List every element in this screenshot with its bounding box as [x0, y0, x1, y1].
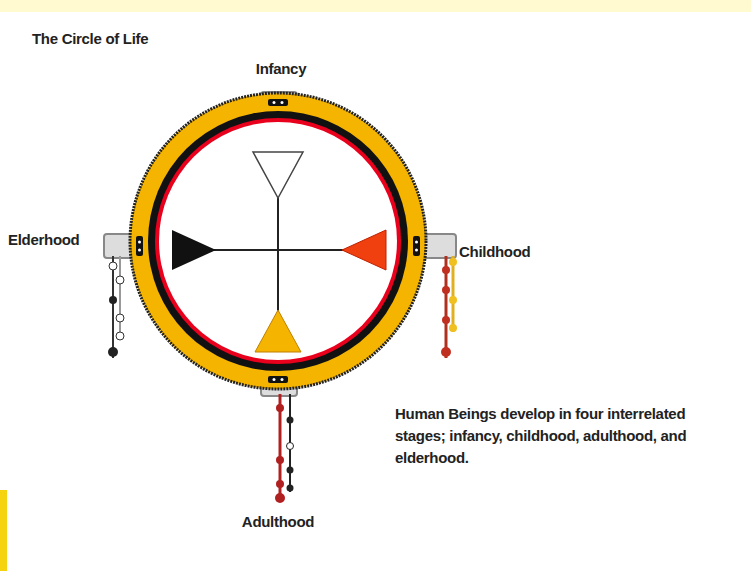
top-band — [0, 0, 751, 12]
stage-label: Infancy — [221, 58, 341, 80]
stage-label: Adulthood — [218, 511, 338, 533]
stage-label: Childhood — [459, 241, 569, 263]
caption-text: Human Beings develop in four interrelate… — [395, 403, 700, 469]
diagram-title: The Circle of Life — [32, 28, 148, 50]
stage-label: Elderhood — [8, 229, 108, 251]
bottom-pendant — [261, 374, 297, 503]
medicine-wheel — [130, 93, 426, 389]
side-strip — [0, 490, 7, 571]
ring-tabs — [136, 99, 420, 383]
